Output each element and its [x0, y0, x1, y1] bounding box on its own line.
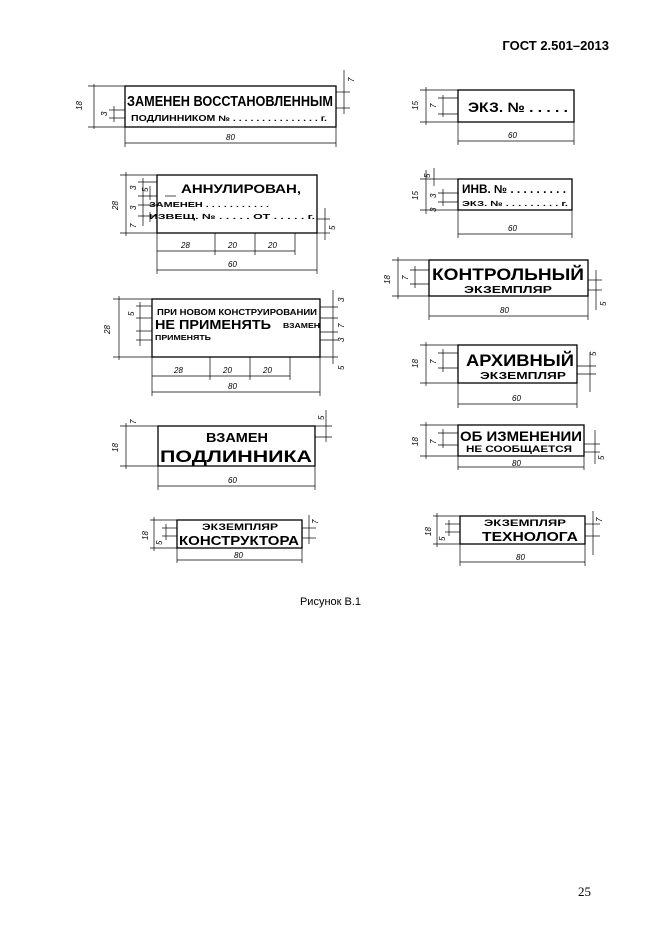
stamp-annulirovan-line-3: ИЗВЕЩ. № . . . . . ОТ . . . . . г.	[149, 212, 315, 221]
dim-label: 3	[337, 297, 346, 302]
dim-label: 18	[141, 531, 150, 540]
stamp-ekz-tekhnologa-line-2: ТЕХНОЛОГА	[482, 529, 579, 544]
stamp-vzamen-podlinnika: ВЗАМЕН ПОДЛИННИКА 18 7 5 60	[111, 410, 332, 490]
dim-label: 28	[180, 241, 190, 250]
dim-label: 5	[599, 301, 608, 306]
stamp-ne-primenyat-line-4: ПРИМЕНЯТЬ	[155, 333, 212, 342]
dim-label: 80	[226, 133, 235, 142]
stamp-figure: ЗАМЕНЕН ВОССТАНОВЛЕННЫМ ПОДЛИННИКОМ № . …	[75, 70, 608, 566]
dim-label: 80	[500, 306, 509, 315]
dim-label: 3	[129, 185, 138, 190]
dim-label: 3	[429, 193, 438, 198]
dim-label: 5	[589, 351, 598, 356]
stamp-annulirovan-line-2: ЗАМЕНЕН . . . . . . . . . . .	[149, 200, 269, 209]
dim-label: 15	[411, 191, 420, 200]
dim-label: 7	[429, 359, 438, 364]
dim-label: 60	[512, 394, 521, 403]
dim-label: 3	[129, 205, 138, 210]
stamp-zamenen: ЗАМЕНЕН ВОССТАНОВЛЕННЫМ ПОДЛИННИКОМ № . …	[75, 70, 356, 147]
dim-label: 5	[438, 536, 447, 541]
stamp-kontrolnyi-line-1: КОНТРОЛЬНЫЙ	[432, 265, 584, 284]
stamp-inv-no-line-2: ЭКЗ. № . . . . . . . . . г.	[462, 199, 568, 208]
dim-label: 7	[429, 439, 438, 444]
stamp-arkhivnyi: АРХИВНЫЙ ЭКЗЕМПЛЯР 18 7 5 60	[411, 342, 598, 408]
dim-label: 3	[429, 207, 438, 212]
dim-label: 80	[234, 551, 243, 560]
dim-label: 7	[337, 323, 346, 328]
dim-label: 20	[262, 366, 272, 375]
dim-label: 60	[508, 224, 517, 233]
stamp-inv-no-line-1: ИНВ. № . . . . . . . . .	[462, 184, 566, 196]
dim-label: 7	[347, 77, 356, 82]
stamp-ekz-no-line-1: ЭКЗ. № . . . . .	[468, 100, 568, 115]
dim-label: 5	[155, 540, 164, 545]
dim-label: 5	[127, 311, 136, 316]
dim-label: 80	[516, 553, 525, 562]
dim-label: 18	[424, 527, 433, 536]
page-number: 25	[578, 884, 591, 899]
dim-label: 20	[227, 241, 237, 250]
stamp-inv-no: ИНВ. № . . . . . . . . . ЭКЗ. № . . . . …	[411, 168, 573, 238]
dim-label: 7	[595, 517, 604, 522]
dim-label: 5	[337, 365, 346, 370]
stamp-ekz-konstruktora: ЭКЗЕМПЛЯР КОНСТРУКТОРА 18 5 7 80	[141, 515, 320, 563]
dim-label: 5	[597, 455, 606, 460]
dim-label: 28	[103, 325, 112, 335]
stamp-ne-primenyat-line-1: ПРИ НОВОМ КОНСТРУИРОВАНИИ	[157, 308, 317, 317]
dim-label: 7	[311, 519, 320, 524]
stamp-ob-izmenenii: ОБ ИЗМЕНЕНИИ НЕ СООБЩАЕТСЯ 18 7 5 80	[411, 422, 606, 470]
stamp-ekz-konstruktora-line-1: ЭКЗЕМПЛЯР	[202, 522, 278, 532]
stamp-ne-primenyat: ПРИ НОВОМ КОНСТРУИРОВАНИИ НЕ ПРИМЕНЯТЬ В…	[103, 290, 346, 396]
dim-label: 5	[328, 225, 337, 230]
dim-label: 7	[129, 419, 138, 424]
dim-label: 60	[228, 476, 237, 485]
dim-label: 3	[337, 337, 346, 342]
stamp-annulirovan: АННУЛИРОВАН, ЗАМЕНЕН . . . . . . . . . .…	[111, 172, 337, 274]
stamp-ekz-tekhnologa-line-1: ЭКЗЕМПЛЯР	[484, 518, 566, 528]
stamp-zamenen-line-2: ПОДЛИННИКОМ № . . . . . . . . . . . . . …	[131, 114, 327, 123]
dim-label: 7	[429, 103, 438, 108]
stamp-ne-primenyat-line-2: НЕ ПРИМЕНЯТЬ	[155, 318, 271, 332]
dim-label: 20	[222, 366, 232, 375]
stamp-kontrolnyi: КОНТРОЛЬНЫЙ ЭКЗЕМПЛЯР 18 7 5 80	[383, 257, 608, 320]
stamp-ekz-no: ЭКЗ. № . . . . . 15 7 60	[411, 87, 575, 145]
dim-label: 7	[129, 223, 138, 228]
stamp-vzamen-line-1: ВЗАМЕН	[206, 431, 268, 445]
stamp-ekz-tekhnologa: ЭКЗЕМПЛЯР ТЕХНОЛОГА 18 5 7 80	[424, 511, 604, 566]
dim-label: 18	[111, 443, 120, 452]
stamp-ob-izmenenii-line-2: НЕ СООБЩАЕТСЯ	[466, 444, 572, 455]
dim-label: 18	[383, 275, 392, 284]
dim-label: 5	[423, 173, 432, 178]
stamp-vzamen-line-2: ПОДЛИННИКА	[160, 447, 312, 466]
stamp-arkhivnyi-line-1: АРХИВНЫЙ	[466, 351, 574, 370]
dim-label: 18	[411, 359, 420, 368]
dim-label: 18	[411, 437, 420, 446]
stamp-annulirovan-line-1: АННУЛИРОВАН,	[181, 182, 301, 196]
stamp-ekz-konstruktora-line-2: КОНСТРУКТОРА	[179, 533, 300, 548]
dim-label: 28	[173, 366, 183, 375]
stamp-kontrolnyi-line-2: ЭКЗЕМПЛЯР	[464, 284, 552, 296]
dim-label: 80	[228, 382, 237, 391]
dim-label: 5	[141, 187, 150, 192]
stamp-zamenen-line-1: ЗАМЕНЕН ВОССТАНОВЛЕННЫМ	[127, 94, 333, 110]
dim-label: 18	[75, 101, 84, 110]
dim-label: 7	[401, 275, 410, 280]
dim-label: 60	[228, 260, 237, 269]
stamp-arkhivnyi-line-2: ЭКЗЕМПЛЯР	[480, 370, 566, 382]
figure-caption: Рисунок В.1	[299, 596, 362, 608]
dim-label: 15	[411, 101, 420, 110]
document-standard-header: ГОСТ 2.501–2013	[502, 38, 609, 53]
dim-label: 5	[317, 415, 326, 420]
dim-label: 28	[111, 201, 120, 211]
dim-label: 60	[508, 131, 517, 140]
dim-label: 3	[100, 111, 109, 116]
stamp-ne-primenyat-line-3: ВЗАМЕН	[283, 321, 320, 330]
dim-label: 20	[267, 241, 277, 250]
stamp-ob-izmenenii-line-1: ОБ ИЗМЕНЕНИИ	[460, 428, 582, 444]
dim-label: 80	[512, 459, 521, 468]
